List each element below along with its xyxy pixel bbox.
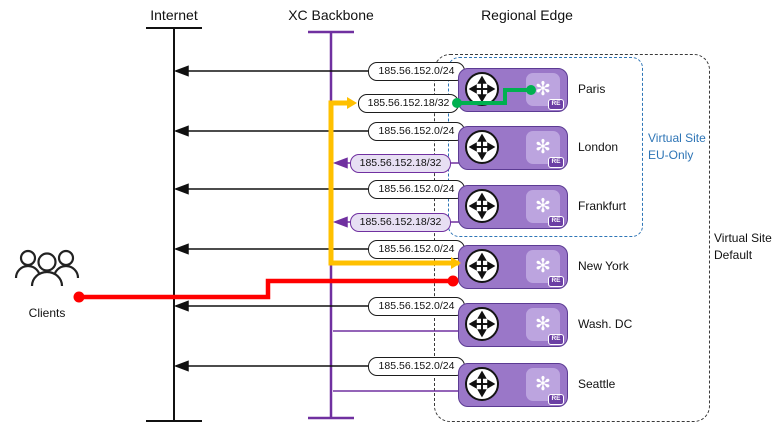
clients-label: Clients: [28, 306, 66, 320]
router-icon: [465, 307, 499, 341]
prefix-pill-frankfurt-32: 185.56.152.18/32: [350, 213, 451, 232]
regional-edge-column-title: Regional Edge: [481, 7, 573, 23]
router-icon: [465, 72, 499, 106]
re-badge: RE: [547, 156, 564, 168]
virtual-site-eu-label-line1: Virtual Site: [648, 131, 706, 145]
snowflake-icon: ✻: [535, 256, 551, 277]
virtual-site-default-label-line2: Default: [714, 248, 753, 262]
clients-icon: [14, 249, 80, 287]
xc-re-logo: ✻ RE: [526, 131, 564, 168]
site-label-seattle: Seattle: [578, 377, 616, 391]
xc-re-logo: ✻ RE: [526, 368, 564, 405]
router-icon: [465, 249, 499, 283]
re-node-newyork: ✻ RE: [458, 245, 568, 289]
xc-re-logo: ✻ RE: [526, 73, 564, 110]
prefix-pill-paris-24: 185.56.152.0/24: [368, 62, 465, 81]
site-label-paris: Paris: [578, 82, 606, 96]
snowflake-icon: ✻: [535, 79, 551, 100]
snowflake-icon: ✻: [535, 314, 551, 335]
virtual-site-eu-label-line2: EU-Only: [648, 148, 694, 162]
prefix-pill-washdc-24: 185.56.152.0/24: [368, 297, 465, 316]
virtual-site-default-label: Virtual Site Default: [714, 230, 772, 264]
internet-axis: [146, 27, 202, 422]
site-label-washdc: Wash. DC: [578, 317, 633, 331]
router-icon: [465, 130, 499, 164]
site-label-newyork: New York: [578, 259, 629, 273]
re-badge: RE: [547, 393, 564, 405]
re-node-washdc: ✻ RE: [458, 303, 568, 347]
re-node-seattle: ✻ RE: [458, 363, 568, 407]
xc-re-logo: ✻ RE: [526, 308, 564, 345]
re-badge: RE: [547, 215, 564, 227]
prefix-pill-paris-32: 185.56.152.18/32: [358, 94, 459, 113]
re-badge: RE: [547, 275, 564, 287]
prefix-pill-newyork-24: 185.56.152.0/24: [368, 240, 465, 259]
re-node-london: ✻ RE: [458, 126, 568, 170]
re-node-frankfurt: ✻ RE: [458, 185, 568, 229]
xc-re-logo: ✻ RE: [526, 250, 564, 287]
router-icon: [465, 367, 499, 401]
virtual-site-default-label-line1: Virtual Site: [714, 231, 772, 245]
site-label-frankfurt: Frankfurt: [578, 199, 627, 213]
snowflake-icon: ✻: [535, 196, 551, 217]
re-node-paris: ✻ RE: [458, 68, 568, 112]
snowflake-icon: ✻: [535, 374, 551, 395]
internet-column-title: Internet: [150, 7, 198, 23]
xc-backbone-axis: [308, 30, 354, 420]
snowflake-icon: ✻: [535, 137, 551, 158]
prefix-pill-frankfurt-24: 185.56.152.0/24: [368, 180, 465, 199]
xc-backbone-column-title: XC Backbone: [288, 7, 374, 23]
prefix-pill-london-24: 185.56.152.0/24: [368, 122, 465, 141]
prefix-pill-london-32: 185.56.152.18/32: [350, 154, 451, 173]
re-badge: RE: [547, 333, 564, 345]
xc-re-logo: ✻ RE: [526, 190, 564, 227]
re-badge: RE: [547, 98, 564, 110]
virtual-site-eu-label: Virtual Site EU-Only: [648, 130, 706, 164]
router-icon: [465, 189, 499, 223]
prefix-pill-seattle-24: 185.56.152.0/24: [368, 357, 465, 376]
site-label-london: London: [578, 140, 619, 154]
